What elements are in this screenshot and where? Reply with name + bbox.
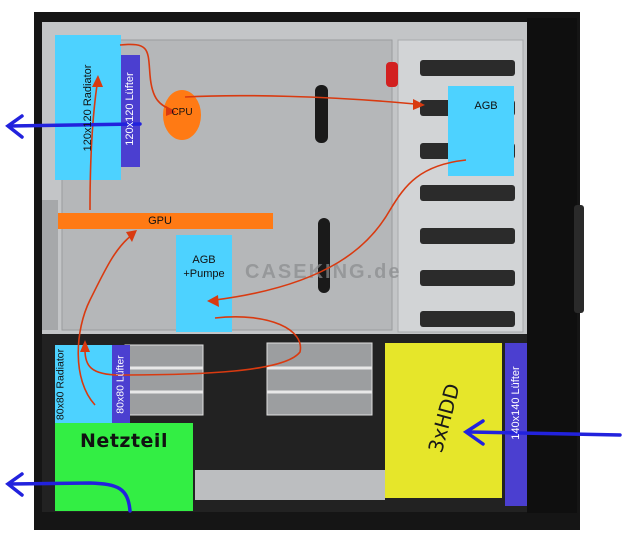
airflow-in-right — [468, 430, 622, 437]
agb-pump-label-line1: AGB — [192, 254, 216, 266]
airflow-out-bottom — [8, 481, 132, 513]
drive-bay — [420, 270, 515, 286]
arrowhead — [413, 99, 425, 110]
radiator-80-label: 80x80 Radiator — [54, 348, 67, 421]
tube-agb-to-pump — [214, 159, 467, 301]
side-handle — [574, 205, 584, 313]
drive-bay — [420, 311, 515, 327]
psu-label: Netzteil — [80, 430, 168, 452]
drive-bay — [420, 228, 515, 244]
tube-gpu-to-rad120 — [89, 84, 98, 211]
fan-120-label: 120x120 Lüfter — [124, 72, 136, 146]
arrowhead — [92, 75, 103, 87]
airflow-out-bottom-head — [5, 472, 24, 497]
fan-120 — [121, 55, 140, 167]
side-panel-right — [527, 18, 577, 513]
io-slot-strip — [42, 200, 58, 330]
lower-floor — [195, 470, 385, 500]
drive-cage-middle — [266, 342, 373, 416]
drive-bay — [420, 185, 515, 201]
watermark: CASEKING.de — [245, 261, 401, 283]
airflow-out-top-head — [5, 114, 24, 139]
drive-bay — [420, 60, 515, 76]
agb-pump-label-line2: +Pumpe — [183, 268, 225, 280]
fan-80-label: 80x80 Lüfter — [114, 355, 127, 414]
drive-cage-left — [124, 344, 204, 416]
gpu-label: GPU — [148, 215, 172, 227]
airflow-in-right-head — [462, 419, 485, 446]
fan-140-label: 140x140 Lüfter — [510, 366, 522, 440]
radiator-120-label: 120x120 Radiator — [82, 64, 94, 152]
gpu-bar — [58, 213, 273, 229]
cable-cutout-2 — [318, 218, 330, 293]
arrowhead — [207, 295, 219, 307]
agb-pump — [176, 235, 232, 332]
fan-140 — [505, 343, 527, 506]
radiator-80 — [55, 345, 113, 423]
tube-pump-to-rad80 — [84, 316, 302, 376]
tube-rad-to-cpu — [119, 43, 173, 111]
drive-bays — [420, 60, 515, 327]
airflow-out-top — [8, 122, 142, 128]
cpu-label: CPU — [171, 107, 193, 118]
red-cutout — [386, 62, 398, 87]
tube-rad80-to-gpu — [77, 234, 133, 406]
cpu-block — [163, 90, 201, 140]
tube-cpu-to-agb — [184, 94, 416, 105]
agb-top-label: AGB — [474, 100, 498, 112]
arrowhead — [80, 340, 90, 352]
arrowhead — [126, 230, 137, 242]
water-tubes — [77, 43, 467, 406]
radiator-120 — [55, 35, 121, 180]
airflow-arrows — [5, 114, 622, 513]
cable-cutout-1 — [315, 85, 328, 143]
arrowhead — [166, 106, 176, 116]
tube-arrowheads — [80, 75, 425, 352]
fan-80 — [112, 345, 130, 423]
psu — [55, 423, 193, 511]
